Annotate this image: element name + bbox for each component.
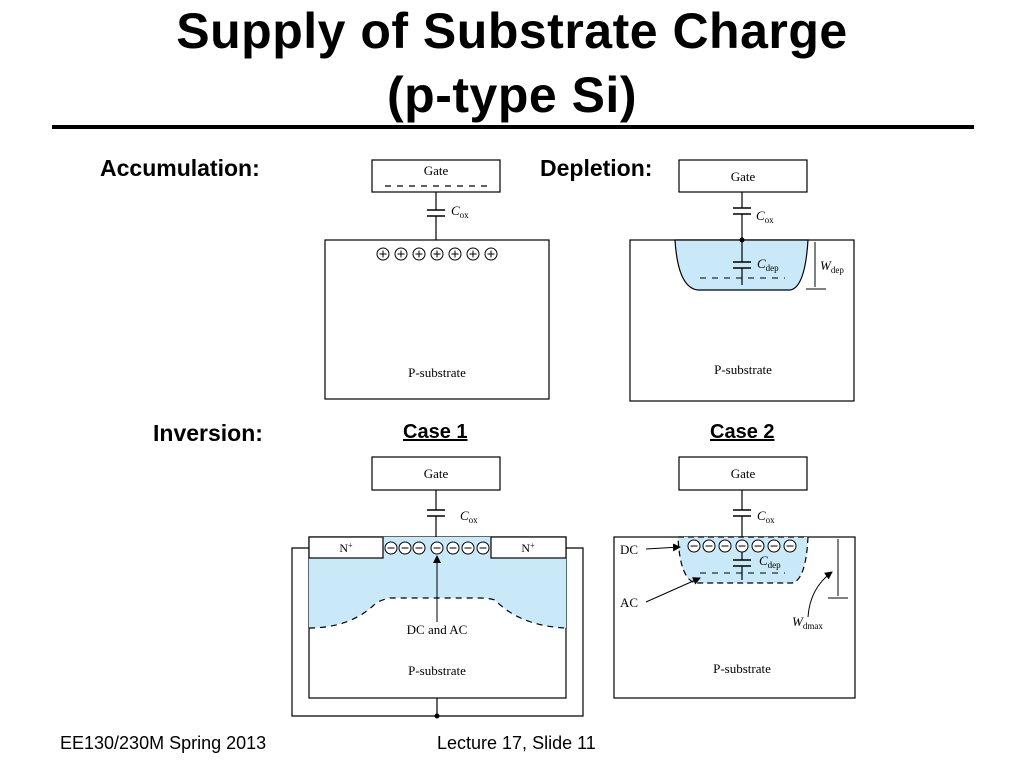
inversion-label: Inversion:: [153, 420, 263, 446]
inversion-case1-diagram: Gate Cox N+ N+ DC and AC P-substrate: [291, 456, 584, 719]
svg-text:N+: N+: [339, 541, 353, 555]
title-underline: [52, 125, 974, 129]
accumulation-label: Accumulation:: [100, 155, 260, 181]
accumulation-cox-label: Cox: [451, 203, 469, 220]
accumulation-gate-text: Gate: [424, 163, 449, 178]
depletion-gate-text: Gate: [731, 169, 756, 184]
case2-cdep-label: Cdep: [759, 553, 781, 570]
case2-wdmax-label: Wdmax: [792, 614, 823, 631]
slide-title-line1: Supply of Substrate Charge: [176, 3, 848, 59]
slide-title-line2: (p-type Si): [387, 67, 637, 123]
case2-label: Case 2: [710, 421, 775, 443]
depletion-diagram: Gate Cox Cdep Wdep P-substrate: [629, 159, 855, 402]
case2-cox-label: Cox: [757, 508, 775, 525]
case1-cox-label: Cox: [460, 508, 478, 525]
case1-gate-text: Gate: [424, 466, 449, 481]
depletion-cdep-label: Cdep: [757, 256, 779, 273]
footer-lecture: Lecture 17, Slide 11: [437, 733, 596, 753]
accumulation-diagram: Gate Cox P-substrate: [324, 159, 550, 400]
svg-text:N+: N+: [521, 541, 535, 555]
depletion-cox-label: Cox: [756, 208, 774, 225]
case1-substrate-label: P-substrate: [408, 663, 466, 678]
case1-dc-ac-label: DC and AC: [407, 622, 468, 637]
case1-label: Case 1: [403, 421, 468, 443]
depletion-label: Depletion:: [540, 155, 653, 181]
case2-gate-text: Gate: [731, 466, 756, 481]
depletion-substrate-label: P-substrate: [714, 362, 772, 377]
depletion-wdep-label: Wdep: [820, 258, 844, 275]
footer-course: EE130/230M Spring 2013: [60, 733, 267, 753]
case2-dc-label: DC: [620, 542, 638, 557]
case2-substrate-label: P-substrate: [713, 661, 771, 676]
inversion-case2-diagram: Gate Cox Cdep DC AC Wdmax P-substrate: [613, 456, 856, 699]
case2-ac-label: AC: [620, 595, 638, 610]
accumulation-substrate-label: P-substrate: [408, 365, 466, 380]
accumulation-substrate: [324, 239, 550, 400]
